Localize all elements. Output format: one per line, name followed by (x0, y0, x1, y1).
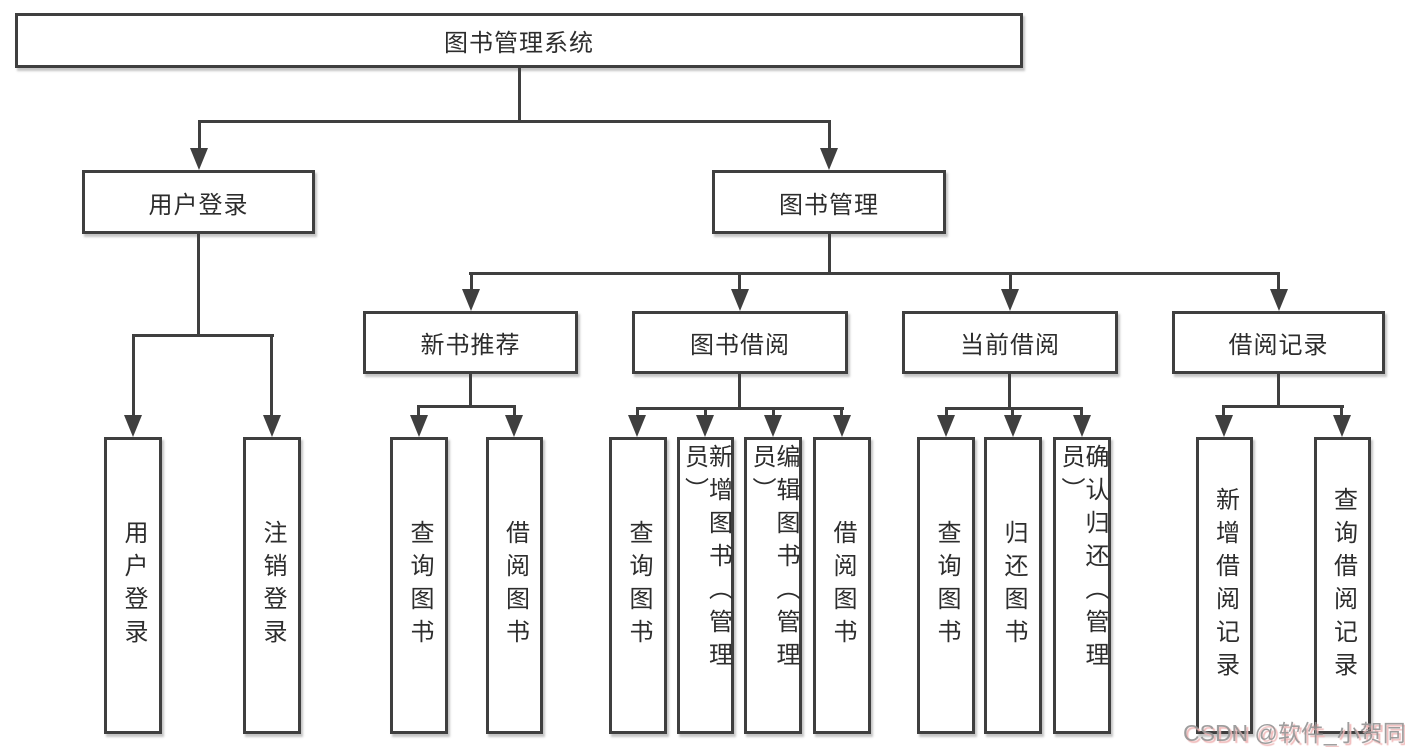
connector-line (198, 120, 201, 148)
node-current-borrowing: 当前借阅 (902, 311, 1118, 374)
connector-line (840, 407, 843, 415)
connector-line (1011, 407, 1014, 415)
connector-line (1009, 272, 1012, 289)
connector-line (470, 272, 473, 289)
connector-line (772, 407, 775, 415)
leaf-nb-query-books: 查询图书 (390, 437, 448, 734)
arrowhead-down (1270, 289, 1288, 311)
connector-line (828, 120, 831, 148)
arrowhead-down (1073, 415, 1091, 437)
connector-line (828, 234, 831, 273)
arrowhead-down (1004, 415, 1022, 437)
connector-line (636, 407, 639, 415)
leaf-bb-borrow-books: 借阅图书 (813, 437, 871, 734)
arrowhead-down (628, 415, 646, 437)
leaf-user-login: 用户登录 (104, 437, 162, 734)
arrowhead-down (462, 289, 480, 311)
connector-line (1277, 272, 1280, 289)
connector-line (1340, 405, 1343, 415)
connector-line (704, 407, 707, 415)
arrowhead-down (764, 415, 782, 437)
connector-line (197, 234, 200, 334)
node-new-book-recommend: 新书推荐 (363, 311, 578, 374)
connector-line (1008, 374, 1011, 407)
arrowhead-down (505, 415, 523, 437)
arrowhead-down (1333, 415, 1351, 437)
node-user-login: 用户登录 (82, 170, 315, 234)
leaf-cb-return-books: 归还图书 (984, 437, 1042, 734)
arrowhead-down (190, 148, 208, 170)
connector-line (469, 272, 1280, 275)
csdn-watermark: CSDN @软件_小贺同学 (1183, 720, 1405, 746)
arrowhead-down (263, 415, 281, 437)
connector-line (945, 407, 1083, 410)
connector-line (518, 68, 521, 120)
leaf-br-query-record: 查询借阅记录 (1314, 437, 1371, 734)
arrowhead-down (124, 415, 142, 437)
arrowhead-down (696, 415, 714, 437)
node-book-borrowing: 图书借阅 (632, 311, 848, 374)
leaf-nb-borrow-books: 借阅图书 (486, 437, 543, 734)
node-borrowing-records: 借阅记录 (1172, 311, 1385, 374)
arrowhead-down (1215, 415, 1233, 437)
leaf-br-add-record: 新增借阅记录 (1196, 437, 1253, 734)
connector-line (1222, 405, 1344, 408)
arrowhead-down (410, 415, 428, 437)
connector-line (1222, 405, 1225, 415)
arrowhead-down (820, 148, 838, 170)
connector-line (1080, 407, 1083, 415)
leaf-bb-edit-books-admin: 编辑图书（管理员） (744, 437, 802, 734)
connector-line (198, 120, 831, 123)
leaf-cb-confirm-return-admin: 确认归还（管理员） (1053, 437, 1111, 734)
leaf-cb-query-books: 查询图书 (917, 437, 975, 734)
connector-line (417, 405, 420, 415)
node-book-management: 图书管理 (712, 170, 946, 234)
connector-line (132, 334, 135, 415)
connector-line (1277, 374, 1280, 405)
arrowhead-down (833, 415, 851, 437)
connector-line (945, 407, 948, 415)
connector-line (636, 407, 844, 410)
node-root: 图书管理系统 (15, 13, 1023, 68)
leaf-logout: 注销登录 (243, 437, 301, 734)
connector-line (270, 334, 273, 415)
arrowhead-down (731, 289, 749, 311)
arrowhead-down (937, 415, 955, 437)
leaf-bb-add-books-admin: 新增图书（管理员） (677, 437, 734, 734)
connector-line (738, 374, 741, 407)
leaf-bb-query-books: 查询图书 (609, 437, 667, 734)
arrowhead-down (1001, 289, 1019, 311)
connector-line (132, 334, 274, 337)
connector-line (469, 374, 472, 405)
connector-line (513, 405, 516, 415)
connector-line (417, 405, 516, 408)
connector-line (738, 272, 741, 289)
